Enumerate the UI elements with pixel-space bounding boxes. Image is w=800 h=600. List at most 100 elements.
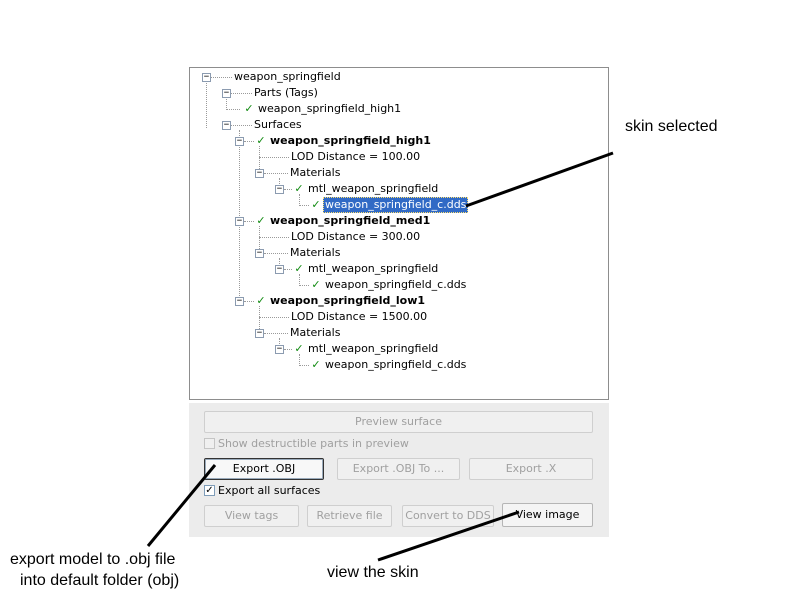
- tree-line: [244, 301, 254, 302]
- tree-node-surfaces[interactable]: Surfaces: [252, 117, 304, 133]
- tree-node-lod[interactable]: LOD Distance = 1500.00: [289, 309, 429, 325]
- tree-node-material[interactable]: ✓ mtl_weapon_springfield: [292, 261, 440, 277]
- tree-line: [226, 125, 252, 126]
- tree-node-label: Materials: [290, 246, 341, 259]
- show-destructible-row[interactable]: Show destructible parts in preview: [204, 436, 409, 452]
- tree-node-lod[interactable]: LOD Distance = 100.00: [289, 149, 422, 165]
- tree-node-label: Materials: [290, 326, 341, 339]
- check-icon: ✓: [311, 198, 321, 211]
- tree-line: [259, 306, 260, 333]
- tree-line: [206, 77, 232, 78]
- check-icon: ✓: [294, 182, 304, 195]
- tree-line: [299, 285, 309, 286]
- collapse-icon[interactable]: −: [275, 184, 284, 194]
- annotation-skin-selected: skin selected: [625, 118, 718, 135]
- tree-line: [259, 226, 260, 253]
- controls-panel: Preview surface Show destructible parts …: [189, 403, 609, 537]
- surface-tree-view[interactable]: − − − − − − − − − − − − weapon_springfie…: [189, 67, 609, 400]
- tree-line: [239, 130, 240, 300]
- annotation-view-skin: view the skin: [327, 564, 419, 581]
- tree-node-materials[interactable]: Materials: [288, 245, 342, 261]
- view-tags-button[interactable]: View tags: [204, 505, 299, 527]
- tree-node-label: Parts (Tags): [254, 86, 318, 99]
- tree-node-label: weapon_springfield_high1: [270, 134, 431, 147]
- tree-node-label: weapon_springfield_c.dds: [325, 358, 467, 371]
- check-icon: ✓: [294, 342, 304, 355]
- tree-node-label: weapon_springfield_high1: [258, 102, 402, 115]
- show-destructible-checkbox[interactable]: [204, 437, 215, 449]
- export-obj-button[interactable]: Export .OBJ: [204, 458, 324, 480]
- tree-node-label: Materials: [290, 166, 341, 179]
- collapse-icon[interactable]: −: [235, 296, 244, 306]
- tree-node-material[interactable]: ✓ mtl_weapon_springfield: [292, 341, 440, 357]
- tree-node-surface[interactable]: ✓weapon_springfield_high1: [254, 133, 433, 149]
- check-icon: ✓: [311, 358, 321, 371]
- tree-line: [299, 274, 300, 286]
- tree-line: [259, 317, 289, 318]
- tree-line: [264, 253, 288, 254]
- tree-node-texture[interactable]: ✓ weapon_springfield_c.dds: [309, 357, 468, 373]
- view-image-button[interactable]: View image: [502, 503, 593, 527]
- collapse-icon[interactable]: −: [275, 344, 284, 354]
- tree-line: [226, 109, 240, 110]
- tree-node-label: mtl_weapon_springfield: [308, 182, 439, 195]
- tree-node-texture[interactable]: ✓weapon_springfield_c.dds: [309, 197, 469, 213]
- export-all-surfaces-label: Export all surfaces: [218, 484, 321, 497]
- collapse-icon[interactable]: −: [222, 120, 231, 130]
- annotation-export-model-line2: into default folder (obj): [20, 572, 180, 589]
- tree-node-label: weapon_springfield_low1: [270, 294, 426, 307]
- tree-node-surface[interactable]: ✓weapon_springfield_med1: [254, 213, 432, 229]
- tree-line: [279, 258, 280, 270]
- tree-node-root[interactable]: weapon_springfield: [232, 69, 343, 85]
- tree-line: [206, 80, 207, 128]
- tree-node-label: mtl_weapon_springfield: [308, 262, 439, 275]
- tree-node-label: LOD Distance = 1500.00: [291, 310, 428, 323]
- tree-node-label: mtl_weapon_springfield: [308, 342, 439, 355]
- tree-node-label: LOD Distance = 300.00: [291, 230, 421, 243]
- export-x-button[interactable]: Export .X: [469, 458, 593, 480]
- tree-line: [299, 365, 309, 366]
- tree-line: [259, 157, 289, 158]
- check-icon: ✓: [294, 262, 304, 275]
- preview-surface-button[interactable]: Preview surface: [204, 411, 593, 433]
- collapse-icon[interactable]: −: [255, 248, 264, 258]
- collapse-icon[interactable]: −: [235, 136, 244, 146]
- tree-node-part-item[interactable]: ✓ weapon_springfield_high1: [242, 101, 403, 117]
- tree-line: [284, 269, 292, 270]
- tree-node-label-selected: weapon_springfield_c.dds: [323, 197, 469, 213]
- tree-node-lod[interactable]: LOD Distance = 300.00: [289, 229, 422, 245]
- check-icon: ✓: [311, 278, 321, 291]
- tree-line: [226, 93, 252, 94]
- collapse-icon[interactable]: −: [235, 216, 244, 226]
- tree-line: [259, 146, 260, 173]
- export-obj-to-button[interactable]: Export .OBJ To ...: [337, 458, 460, 480]
- show-destructible-label: Show destructible parts in preview: [218, 437, 409, 450]
- tree-line: [264, 173, 288, 174]
- convert-to-dds-button[interactable]: Convert to DDS: [402, 505, 494, 527]
- collapse-icon[interactable]: −: [222, 88, 231, 98]
- tree-line: [226, 96, 227, 110]
- tree-line: [284, 349, 292, 350]
- tree-node-materials[interactable]: Materials: [288, 325, 342, 341]
- retrieve-file-button[interactable]: Retrieve file: [307, 505, 392, 527]
- export-all-surfaces-row[interactable]: ✓Export all surfaces: [204, 483, 320, 499]
- tree-node-label: LOD Distance = 100.00: [291, 150, 421, 163]
- tree-line: [299, 205, 309, 206]
- tree-line: [264, 333, 288, 334]
- tree-line: [244, 221, 254, 222]
- check-icon: ✓: [244, 102, 254, 115]
- tree-line: [279, 338, 280, 350]
- tree-line: [299, 194, 300, 206]
- collapse-icon[interactable]: −: [275, 264, 284, 274]
- tree-node-material[interactable]: ✓ mtl_weapon_springfield: [292, 181, 440, 197]
- collapse-icon[interactable]: −: [255, 328, 264, 338]
- tree-node-label: weapon_springfield_med1: [270, 214, 431, 227]
- tree-node-materials[interactable]: Materials: [288, 165, 342, 181]
- collapse-icon[interactable]: −: [255, 168, 264, 178]
- tree-node-parts[interactable]: Parts (Tags): [252, 85, 320, 101]
- tree-node-surface[interactable]: ✓weapon_springfield_low1: [254, 293, 427, 309]
- tree-node-texture[interactable]: ✓weapon_springfield_c.dds: [309, 277, 468, 293]
- export-all-surfaces-checkbox[interactable]: ✓: [204, 484, 215, 496]
- collapse-icon[interactable]: −: [202, 72, 211, 82]
- tree-node-label: Surfaces: [254, 118, 302, 131]
